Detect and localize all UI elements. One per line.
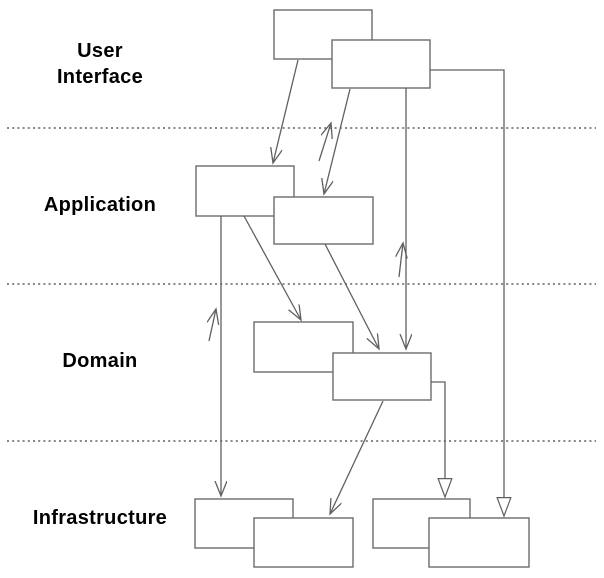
- node-box-infra-4: [428, 517, 530, 568]
- layer-label-line: User: [77, 40, 123, 62]
- layer-label-line: Domain: [62, 350, 138, 372]
- layer-label-domain: Domain: [0, 348, 200, 374]
- edge-ui2-to-infra4-elbow: [430, 69, 504, 516]
- layer-label-line: Application: [43, 194, 157, 216]
- layer-label-user-interface: User Interface: [0, 38, 200, 90]
- edge-short-up-arrow-domain2-to-app2: [399, 243, 403, 278]
- edge-ui2-to-app2: [324, 88, 351, 194]
- edge-short-up-arrow-app2-to-ui2: [318, 123, 331, 162]
- edge-app1-to-domain1: [243, 215, 301, 320]
- node-box-app-2: [273, 196, 374, 245]
- node-box-domain-2: [332, 352, 432, 401]
- node-box-ui-2: [331, 39, 431, 89]
- layer-label-infrastructure: Infrastructure: [0, 505, 200, 531]
- edge-domain2-to-infra2: [330, 400, 384, 514]
- node-box-infra-2: [253, 517, 354, 568]
- edge-short-up-arrow-domain1-to-app1: [209, 309, 216, 342]
- edge-ui1-to-app1: [273, 59, 299, 163]
- layer-label-line: Infrastructure: [32, 507, 168, 529]
- layer-label-line: Interface: [56, 66, 144, 88]
- edge-app2-to-domain2: [324, 243, 379, 349]
- edge-domain2-to-infra3-elbow: [431, 381, 445, 497]
- layer-label-application: Application: [0, 192, 200, 218]
